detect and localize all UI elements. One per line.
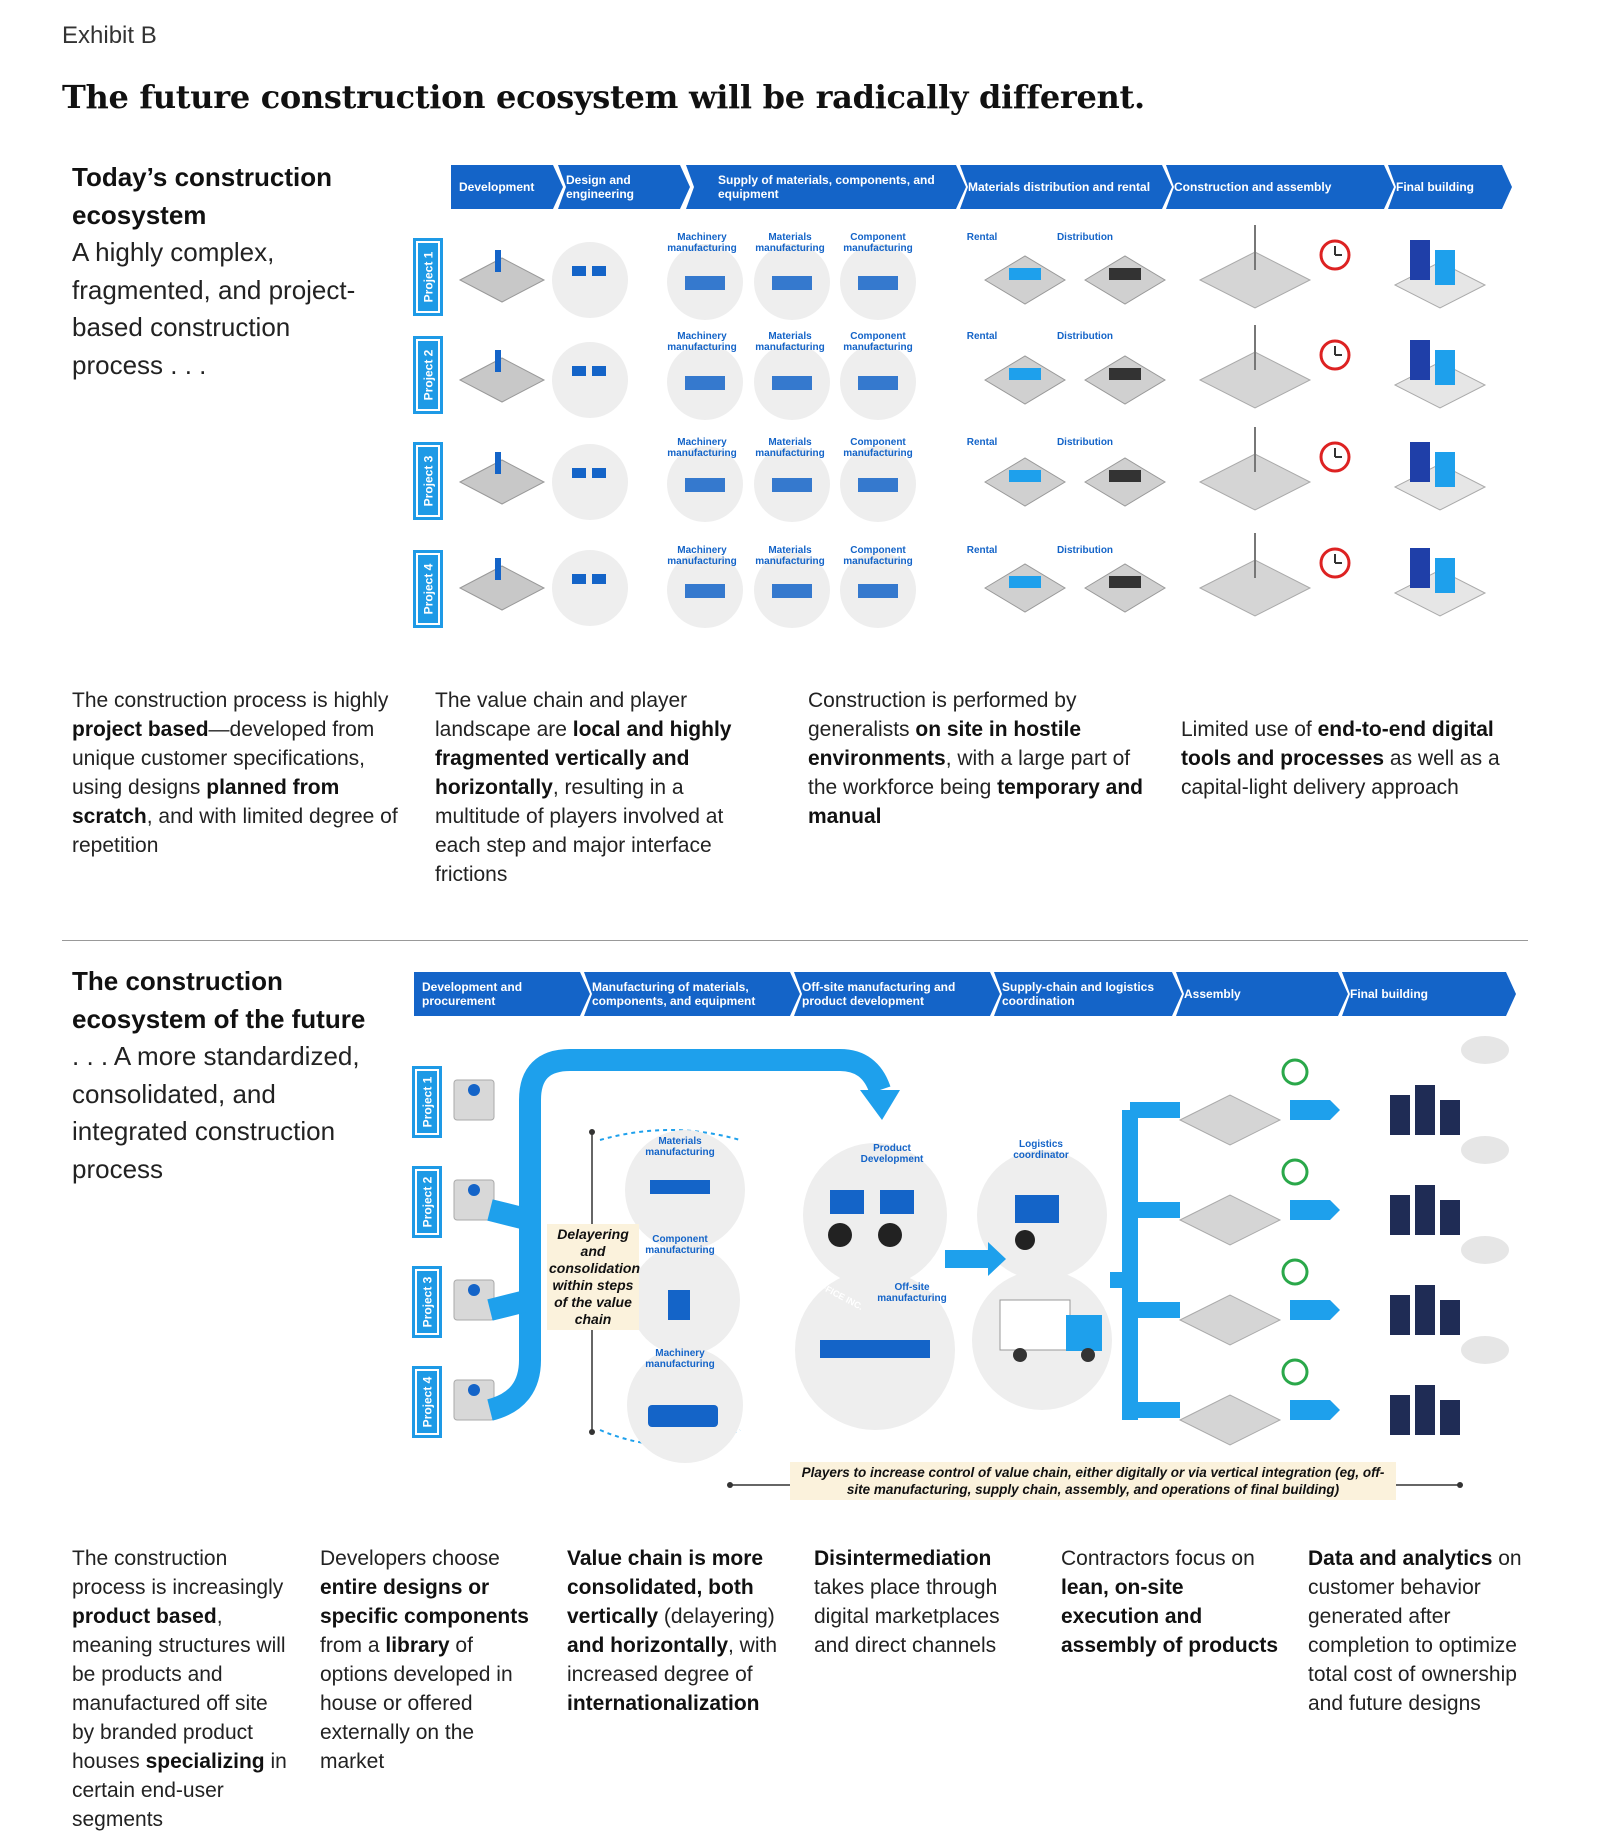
distribution-label-row4-2: Distribution [1056,545,1114,556]
today-project-tab-3: Project 3 [413,442,443,520]
supply-label-row4-2: Materials manufacturing [755,545,825,567]
supply-label-row1-2: Materials manufacturing [755,232,825,254]
future-description-2: Developers choose entire designs or spec… [320,1547,529,1773]
supply-label-row2-3: Component manufacturing [843,331,913,353]
hub-label-product-development: Product Development [860,1143,924,1165]
future-description-1: The construction process is increasingly… [72,1547,287,1831]
today-project-tab-4: Project 4 [413,550,443,628]
future-project-tab-3: Project 3 [412,1266,442,1338]
future-subheading: . . . A more standardized, consolidated,… [72,1041,360,1184]
today-description-1: The construction process is highly proje… [72,689,398,857]
page-title: The future construction ecosystem will b… [62,78,1145,116]
hub-label-machinery: Machinery manufacturing [645,1348,715,1370]
value-chain-control-note: Players to increase control of value cha… [790,1462,1396,1500]
future-project-tab-4: Project 4 [412,1366,442,1438]
future-description-4: Disintermediation takes place through di… [814,1547,1000,1657]
section-divider [62,940,1528,941]
stage-manufacturing: Manufacturing of materials, components, … [584,972,800,1016]
future-project-tab-1: Project 1 [412,1066,442,1138]
distribution-label-row3-1: Rental [966,437,998,448]
future-description-3: Value chain is more consolidated, both v… [567,1547,778,1715]
future-heading: The construction ecosystem of the future [72,966,366,1034]
delayering-note: Delayering and consolidation within step… [547,1224,640,1330]
stage-development: Development [451,165,563,209]
today-project-tab-1: Project 1 [413,238,443,316]
stage-distribution-rental: Materials distribution and rental [960,165,1172,209]
supply-label-row2-1: Machinery manufacturing [667,331,737,353]
hub-label-materials: Materials manufacturing [645,1136,715,1158]
distribution-label-row1-2: Distribution [1056,232,1114,243]
stage-final-building: Final building [1388,165,1512,209]
distribution-label-row3-2: Distribution [1056,437,1114,448]
today-project-tab-2: Project 2 [413,336,443,414]
stage-final-building-future: Final building [1342,972,1516,1016]
supply-label-row3-2: Materials manufacturing [755,437,825,459]
distribution-label-row1-1: Rental [966,232,998,243]
stage-supply: Supply of materials, components, and equ… [686,165,966,209]
stage-development-procurement: Development and procurement [414,972,590,1016]
future-description-5: Contractors focus on lean, on-site execu… [1061,1547,1279,1657]
stage-construction-assembly: Construction and assembly [1166,165,1394,209]
distribution-label-row4-1: Rental [966,545,998,556]
stage-offsite-manufacturing: Off-site manufacturing and product devel… [794,972,1000,1016]
hub-label-offsite: Off-site manufacturing [877,1282,947,1304]
distribution-label-row2-1: Rental [966,331,998,342]
supply-label-row1-1: Machinery manufacturing [667,232,737,254]
supply-label-row4-1: Machinery manufacturing [667,545,737,567]
distribution-label-row2-2: Distribution [1056,331,1114,342]
supply-label-row2-2: Materials manufacturing [755,331,825,353]
today-description-3: Construction is performed by generalists… [808,689,1143,828]
supply-label-row1-3: Component manufacturing [843,232,913,254]
supply-label-row3-1: Machinery manufacturing [667,437,737,459]
today-description-2: The value chain and player landscape are… [435,689,732,886]
hub-label-logistics: Logistics coordinator [1013,1139,1069,1161]
today-subheading: A highly complex, fragmented, and projec… [72,237,356,380]
future-project-tab-2: Project 2 [412,1166,442,1238]
future-description-6: Data and analytics on customer behavior … [1308,1547,1522,1715]
future-ecosystem-illustration [453,1036,1509,1488]
hub-label-component: Component manufacturing [645,1234,715,1256]
exhibit-label: Exhibit B [62,22,157,49]
today-description-4: Limited use of end-to-end digital tools … [1181,718,1500,799]
today-ecosystem-illustration [458,225,1487,628]
stage-design-engineering: Design and engineering [558,165,690,209]
supply-label-row4-3: Component manufacturing [843,545,913,567]
stage-assembly: Assembly [1176,972,1348,1016]
today-heading: Today’s construction ecosystem [72,162,333,230]
stage-supply-chain: Supply-chain and logistics coordination [994,972,1182,1016]
supply-label-row3-3: Component manufacturing [843,437,913,459]
